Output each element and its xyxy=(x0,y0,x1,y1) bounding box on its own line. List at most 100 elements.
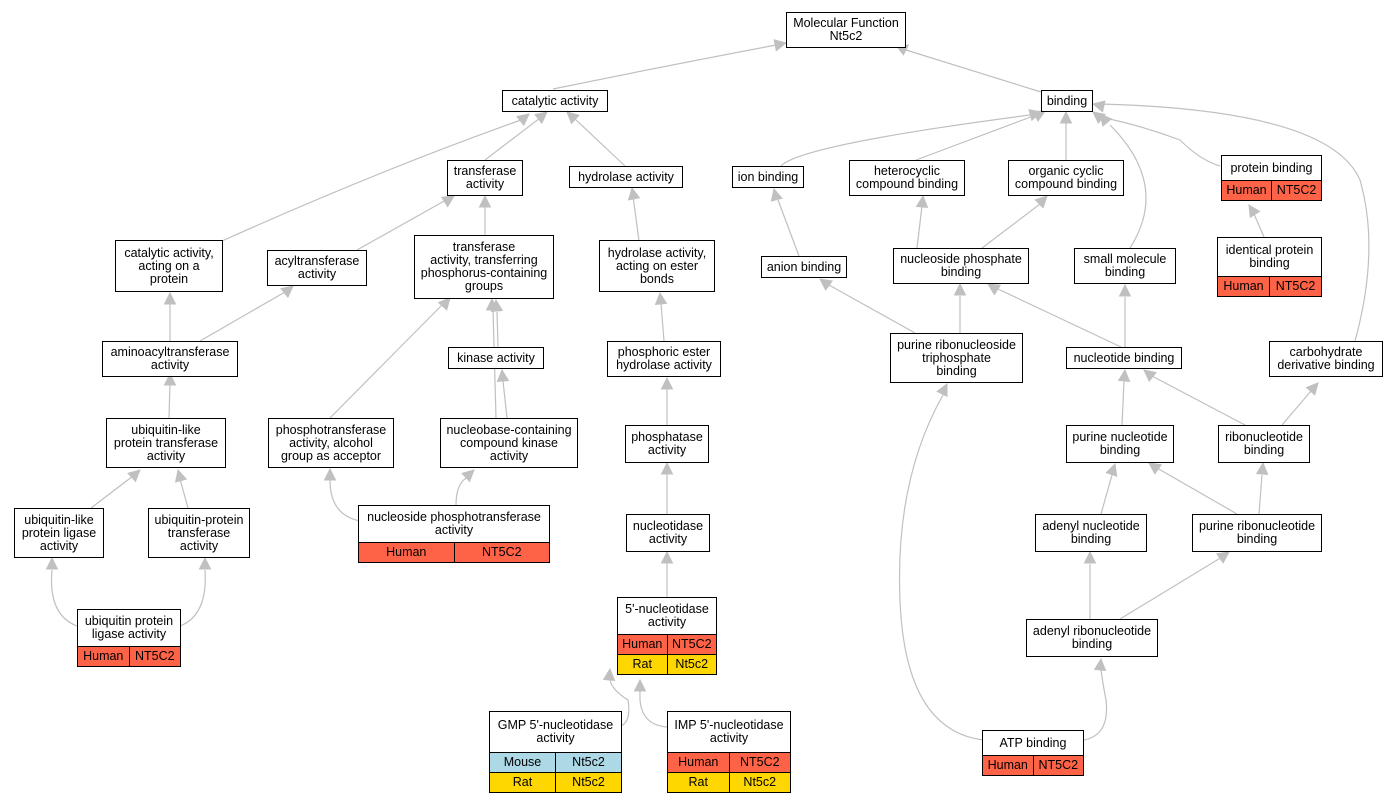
edge-arrowhead xyxy=(437,297,451,311)
node-small-molecule[interactable]: small molecule binding xyxy=(1074,248,1176,284)
node-phosphotransferase-alcohol[interactable]: phosphotransferase activity, alcohol gro… xyxy=(268,418,394,468)
species-cell: Human xyxy=(618,634,667,655)
edge-line xyxy=(1258,474,1263,515)
edge-line xyxy=(179,569,206,627)
node-purine-ribo-tp[interactable]: purine ribonucleoside triphosphate bindi… xyxy=(890,333,1023,383)
gene-cell: Nt5c2 xyxy=(666,654,716,674)
node-label: protein binding xyxy=(1230,160,1313,175)
edge-line xyxy=(660,302,665,342)
edge-line xyxy=(496,311,499,348)
node-ub-transferase[interactable]: ubiquitin-protein transferase activity xyxy=(148,508,250,558)
edge-line xyxy=(179,478,189,509)
node-anion-binding[interactable]: anion binding xyxy=(761,256,847,278)
node-label: nucleotide binding xyxy=(1073,350,1175,365)
node-label: nucleotidase activity xyxy=(632,519,704,546)
node-hydrolase[interactable]: hydrolase activity xyxy=(569,166,683,188)
node-label: phosphatase activity xyxy=(631,430,703,457)
edge-line xyxy=(329,479,361,522)
gene-cell: Nt5c2 xyxy=(555,772,621,792)
edge-line xyxy=(1099,103,1370,342)
node-transferase[interactable]: transferase activity xyxy=(447,160,523,196)
node-purine-nucleotide[interactable]: purine nucleotide binding xyxy=(1066,425,1174,463)
node-adenyl-ribonucleotide[interactable]: adenyl ribonucleotide binding xyxy=(1026,619,1158,657)
node-aminoacyl[interactable]: aminoacyltransferase activity xyxy=(102,341,238,377)
edge-arrowhead xyxy=(627,186,641,201)
edge-arrowhead xyxy=(915,194,929,209)
edge-arrowhead xyxy=(534,111,548,125)
edge-arrowhead xyxy=(1255,461,1269,475)
node-heterocyclic[interactable]: heterocyclic compound binding xyxy=(849,160,965,196)
edge-line xyxy=(1083,669,1108,741)
node-nucleobase-kinase[interactable]: nucleobase-containing compound kinase ac… xyxy=(440,418,578,468)
node-phosphoric-ester[interactable]: phosphoric ester hydrolase activity xyxy=(607,341,721,377)
gene-cell: NT5C2 xyxy=(728,752,790,773)
edge-line xyxy=(1119,556,1223,620)
node-binding[interactable]: binding xyxy=(1041,90,1093,112)
edge-arrowhead xyxy=(1118,283,1132,297)
edge-arrowhead xyxy=(1215,551,1230,564)
edge-line xyxy=(502,380,508,419)
edge-arrowhead xyxy=(1083,550,1097,564)
species-cell: Human xyxy=(78,646,129,666)
node-label: kinase activity xyxy=(457,350,535,365)
node-label: phosphoric ester hydrolase activity xyxy=(616,345,712,372)
edge-arrowhead xyxy=(1031,110,1046,123)
node-label: Molecular Function Nt5c2 xyxy=(793,16,899,43)
node-kinase[interactable]: kinase activity xyxy=(448,347,544,369)
node-transferase-p[interactable]: transferase activity, transferring phosp… xyxy=(414,235,554,299)
edge-arrowhead xyxy=(633,678,647,692)
gene-cell: NT5C2 xyxy=(1271,180,1321,200)
edge-line xyxy=(573,117,626,167)
edge-arrowhead xyxy=(1117,368,1131,382)
node-nucleotidase[interactable]: nucleotidase activity xyxy=(626,514,710,552)
node-label: phosphotransferase activity, alcohol gro… xyxy=(275,422,387,463)
node-adenyl-nucleotide[interactable]: adenyl nucleotide binding xyxy=(1035,514,1147,552)
node-ion-binding[interactable]: ion binding xyxy=(732,166,804,188)
edge-line xyxy=(1100,474,1113,515)
node-mf[interactable]: Molecular Function Nt5c2 xyxy=(786,12,906,48)
node-nucleotide-binding[interactable]: nucleotide binding xyxy=(1066,347,1182,369)
gene-cell: NT5C2 xyxy=(453,542,549,562)
node-organic-cyclic[interactable]: organic cyclic compound binding xyxy=(1008,160,1124,196)
edge-line xyxy=(639,690,668,728)
edge-line xyxy=(90,475,134,509)
edge-arrowhead xyxy=(1059,110,1073,124)
node-label: acyltransferase activity xyxy=(274,254,360,281)
gene-cell: NT5C2 xyxy=(1032,755,1083,775)
species-cell: Human xyxy=(668,752,729,773)
edge-arrowhead xyxy=(987,283,1002,296)
node-label: purine ribonucleoside triphosphate bindi… xyxy=(897,337,1016,378)
edge-arrowhead xyxy=(496,368,510,382)
node-catalytic[interactable]: catalytic activity xyxy=(502,90,608,112)
node-phosphatase[interactable]: phosphatase activity xyxy=(625,425,709,463)
node-label: ubiquitin-like protein transferase activ… xyxy=(113,422,219,463)
node-purine-ribonucleotide[interactable]: purine ribonucleotide binding xyxy=(1192,514,1322,552)
node-label: ion binding xyxy=(737,169,799,184)
node-label: GMP 5'-nucleotidase activity xyxy=(497,718,614,745)
node-acyltransferase[interactable]: acyltransferase activity xyxy=(267,250,367,286)
edge-arrowhead xyxy=(280,285,294,299)
node-hydrolase-ester[interactable]: hydrolase activity, acting on ester bond… xyxy=(599,240,715,292)
edge-arrowhead xyxy=(654,291,668,306)
edge-line xyxy=(1156,467,1238,515)
edge-arrowhead xyxy=(1143,369,1157,383)
node-ubl-transferase[interactable]: ubiquitin-like protein transferase activ… xyxy=(106,418,226,468)
edge-arrowhead xyxy=(819,278,834,291)
node-ribonucleotide[interactable]: ribonucleotide binding xyxy=(1218,425,1310,463)
node-cat-protein[interactable]: catalytic activity, acting on a protein xyxy=(115,240,223,292)
node-carbohydrate[interactable]: carbohydrate derivative binding xyxy=(1269,341,1383,377)
edge-arrowhead xyxy=(516,113,530,127)
node-nucleoside-phosphate[interactable]: nucleoside phosphate binding xyxy=(893,248,1029,284)
edge-arrowhead xyxy=(461,469,475,483)
edge-arrowhead xyxy=(602,667,616,681)
node-ubl-ligase[interactable]: ubiquitin-like protein ligase activity xyxy=(14,508,104,558)
edge-arrowhead xyxy=(1099,113,1113,127)
